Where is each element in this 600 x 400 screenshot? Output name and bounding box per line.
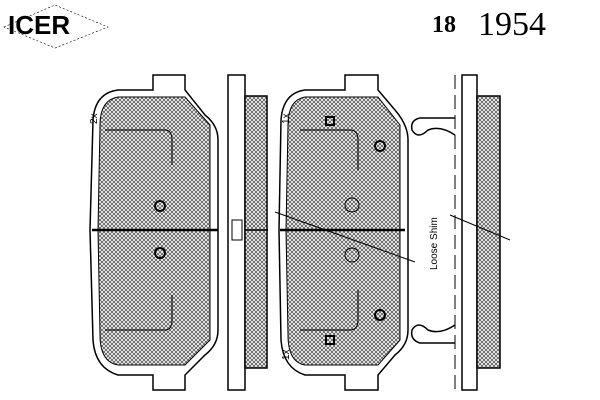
right-pad-bottom-quantity: 1x [281,349,292,360]
icer-logo: ICER [8,10,71,40]
logo-diamond [3,4,109,49]
part-number-prefix: 18 [432,12,456,38]
right-pad-side-view-with-shim [410,74,511,391]
loose-shim-label: Loose Shim [429,217,440,270]
right-pad-top-quantity: 1x [281,113,292,124]
left-pad-quantity: 2x [89,113,100,124]
part-number: 1954 [478,6,546,43]
right-pad-front-view [274,74,416,391]
left-pad-front-view [89,74,219,391]
left-pad-side-view [227,74,268,391]
